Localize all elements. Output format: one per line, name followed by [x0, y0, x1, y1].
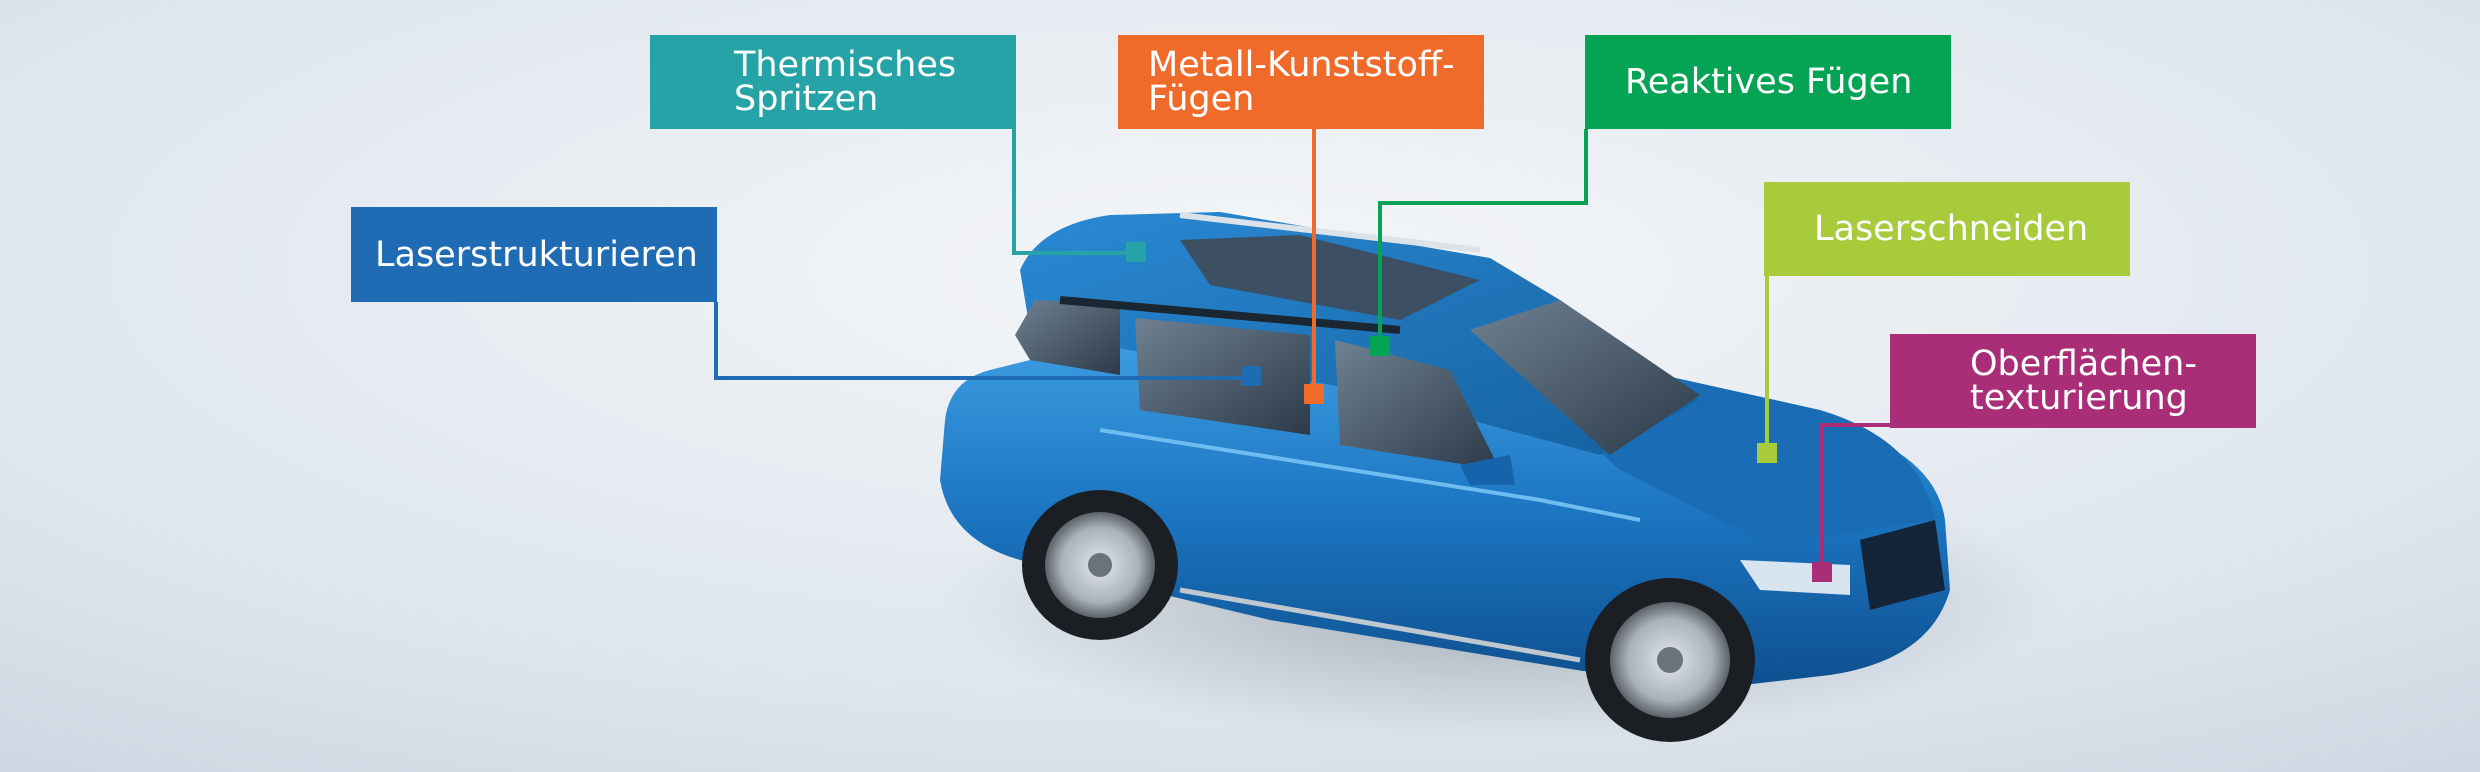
car-illustration [940, 212, 2060, 742]
car-roof-rail [1059, 296, 1401, 334]
label-text-laserschneiden: Laserschneiden [1814, 209, 2089, 249]
label-bg-laserschneiden [1764, 182, 2130, 276]
label-reaktives-fuegen: Reaktives Fügen [1585, 35, 1951, 129]
marker-metall-kunststoff [1304, 384, 1324, 404]
car-sill-trim [1179, 587, 1581, 663]
label-text-oberflaechentexturierung: Oberflächen- texturierung [1970, 344, 2197, 418]
marker-thermisches-spritzen [1126, 242, 1146, 262]
car-grille [1860, 520, 1945, 610]
car-roof-rail [1179, 212, 1481, 253]
car-rear-wheel [1022, 490, 1178, 640]
label-laserschneiden: Laserschneiden [1764, 182, 2130, 276]
marker-oberflaechentexturierung [1812, 562, 1832, 582]
label-bg-oberflaechentexturierung [1890, 334, 2256, 428]
car-rear-window [1015, 300, 1120, 375]
car-side-window-front [1335, 340, 1500, 470]
car-body-crease [1099, 428, 1641, 522]
label-text-metall-kunststoff-fuegen: Metall-Kunststoff- Fügen [1148, 45, 1455, 119]
leader-thermisches-spritzen [1012, 129, 1146, 262]
leader-reaktives-fuegen [1370, 129, 1588, 356]
leader-metall-kunststoff [1304, 129, 1324, 404]
leader-laserstrukturieren [714, 302, 1261, 386]
label-oberflaechentexturierung: Oberflächen- texturierung [1890, 334, 2256, 428]
car-sunroof [1180, 235, 1480, 320]
label-text-thermisches-spritzen: Thermisches Spritzen [734, 45, 957, 119]
leader-oberflaechentexturierung [1812, 423, 1892, 582]
marker-laserschneiden [1757, 443, 1777, 463]
marker-laserstrukturieren [1241, 366, 1261, 386]
label-bg-thermisches-spritzen [650, 35, 1016, 129]
car-windshield [1470, 300, 1700, 455]
label-text-reaktives-fuegen: Reaktives Fügen [1625, 62, 1913, 102]
car-roof [1020, 212, 1700, 455]
marker-reaktives-fuegen [1370, 336, 1390, 356]
car-front-wheel [1585, 578, 1755, 742]
label-bg-laserstrukturieren [351, 207, 717, 302]
label-thermisches-spritzen: Thermisches Spritzen [650, 35, 1016, 129]
label-metall-kunststoff-fuegen: Metall-Kunststoff- Fügen [1118, 35, 1484, 129]
leader-laserschneiden [1757, 276, 1777, 463]
car-side-mirror [1460, 455, 1515, 485]
label-bg-metall-kunststoff [1118, 35, 1484, 129]
label-laserstrukturieren: Laserstrukturieren [351, 207, 717, 302]
label-bg-reaktives-fuegen [1585, 35, 1951, 129]
label-text-laserstrukturieren: Laserstrukturieren [375, 234, 698, 275]
